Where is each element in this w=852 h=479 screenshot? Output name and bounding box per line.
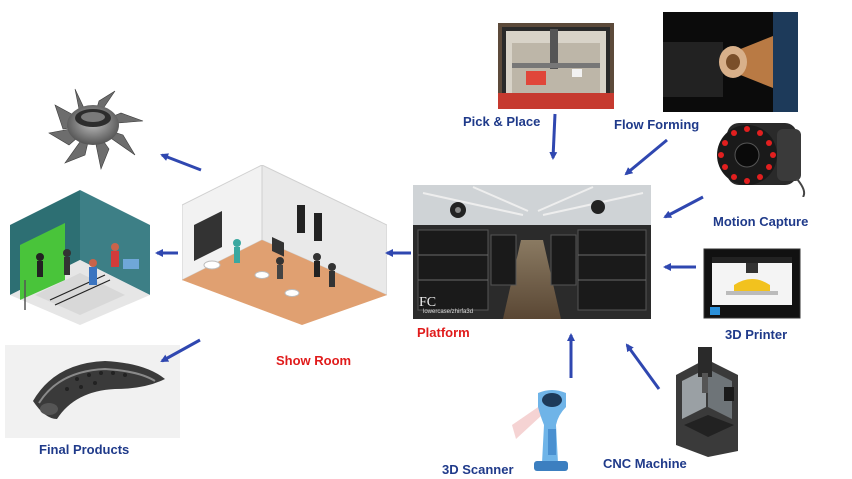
label-motion-capture: Motion Capture bbox=[713, 214, 809, 229]
platform-image: FC lowercase/zhirfa3d bbox=[413, 185, 651, 319]
motion-capture-camera-image bbox=[707, 115, 807, 197]
label-show-room: Show Room bbox=[276, 353, 352, 368]
motion-capture-studio-image bbox=[5, 185, 155, 325]
flow-forming-image bbox=[663, 12, 798, 112]
turbine-image bbox=[35, 85, 150, 175]
label-pick-place: Pick & Place bbox=[463, 114, 541, 129]
arrow-cnc-to-platform bbox=[625, 343, 661, 390]
watermark-logo: FC bbox=[419, 295, 437, 310]
arrow-show-room-to-turbine bbox=[160, 153, 202, 172]
pick-place-image bbox=[498, 23, 614, 109]
3d-scanner-image bbox=[512, 385, 577, 475]
label-platform: Platform bbox=[417, 325, 470, 340]
watermark-url: lowercase/zhirfa3d bbox=[423, 309, 474, 315]
label-cnc-machine: CNC Machine bbox=[603, 456, 687, 471]
3d-printer-image bbox=[702, 247, 802, 320]
arrow-flow-forming-to-platform bbox=[624, 138, 668, 176]
final-product-image bbox=[5, 345, 180, 438]
arrow-motion-capture-to-platform bbox=[663, 195, 704, 219]
show-room-image bbox=[182, 165, 387, 325]
label-3d-printer: 3D Printer bbox=[725, 327, 788, 342]
label-final-products: Final Products bbox=[39, 442, 130, 457]
arrow-pick-place-to-platform bbox=[549, 113, 558, 160]
arrow-show-room-to-final-products bbox=[160, 338, 201, 363]
label-3d-scanner: 3D Scanner bbox=[442, 462, 514, 477]
label-flow-forming: Flow Forming bbox=[614, 117, 700, 132]
cnc-machine-image bbox=[668, 345, 746, 457]
